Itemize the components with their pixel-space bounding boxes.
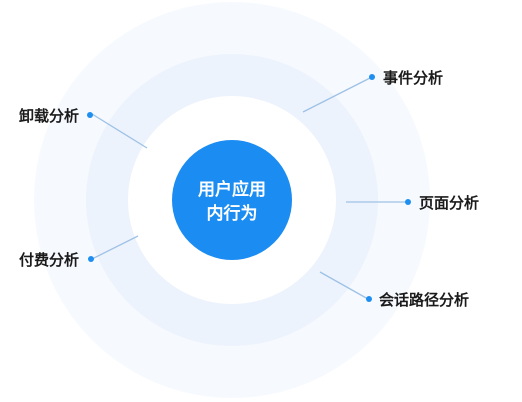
node-label-session-path: 会话路径分析 xyxy=(379,291,469,309)
node-label-uninstall: 卸载分析 xyxy=(19,107,79,125)
center-label-line1: 用户应用 xyxy=(198,179,266,200)
connector-payment xyxy=(91,235,139,260)
center-core xyxy=(172,140,292,260)
center-label-line2: 内行为 xyxy=(207,203,258,224)
connector-uninstall xyxy=(91,113,148,149)
connector-session-path xyxy=(319,271,369,300)
node-label-payment: 付费分析 xyxy=(19,251,79,269)
dot-payment xyxy=(88,256,94,262)
connector-event xyxy=(302,76,373,113)
node-label-event: 事件分析 xyxy=(383,69,443,87)
dot-session-path xyxy=(366,296,372,302)
dot-event xyxy=(369,74,375,80)
dot-uninstall xyxy=(87,112,93,118)
node-label-page: 页面分析 xyxy=(419,194,479,212)
dot-page xyxy=(405,199,411,205)
